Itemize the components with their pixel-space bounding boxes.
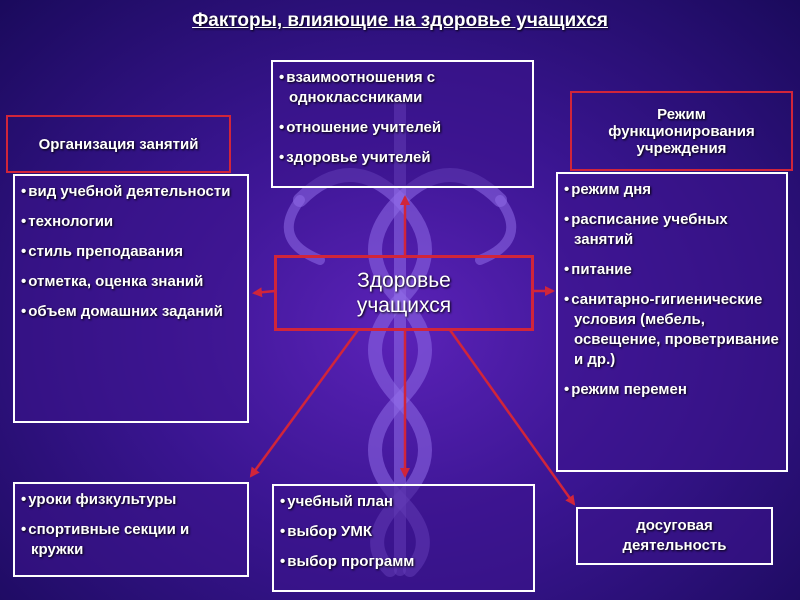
list-item: выбор программ — [280, 552, 527, 572]
list-item: вид учебной деятельности — [21, 182, 241, 202]
list-item: стиль преподавания — [21, 242, 241, 262]
center-label: Здоровье учащихся — [357, 268, 451, 318]
page-title: Факторы, влияющие на здоровье учащихся — [192, 10, 608, 31]
bottom-left-list: уроки физкультуры спортивные секции и кр… — [21, 490, 241, 560]
list-item: режим перемен — [564, 380, 780, 400]
bottom-center-list: учебный план выбор УМК выбор программ — [280, 492, 527, 572]
center-label-line2: учащихся — [356, 294, 452, 317]
left-factors-list: вид учебной деятельности технологии стил… — [21, 182, 241, 322]
top-factors-box: взаимоотношения с одноклассниками отноше… — [271, 60, 534, 188]
list-item: питание — [564, 260, 780, 280]
right-factors-box: режим дня расписание учебных занятий пит… — [556, 172, 788, 472]
bottom-right-box: досуговая деятельность — [576, 507, 773, 565]
list-item: отметка, оценка знаний — [21, 272, 241, 292]
list-item: здоровье учителей — [279, 148, 526, 168]
list-item: отношение учителей — [279, 118, 526, 138]
top-factors-list: взаимоотношения с одноклассниками отноше… — [279, 68, 526, 168]
bottom-right-label: досуговая деятельность — [622, 517, 727, 554]
left-factors-box: вид учебной деятельности технологии стил… — [13, 174, 249, 423]
list-item: взаимоотношения с одноклассниками — [279, 68, 526, 108]
arrow-left — [252, 287, 276, 298]
list-item: учебный план — [280, 492, 527, 512]
arrow-bottom-right — [448, 329, 576, 506]
list-item: технологии — [21, 212, 241, 232]
right-factors-list: режим дня расписание учебных занятий пит… — [564, 180, 780, 400]
list-item: режим дня — [564, 180, 780, 200]
left-header: Организация занятий — [6, 115, 231, 173]
list-item: санитарно-гигиенические условия (мебель,… — [564, 290, 780, 370]
list-item: уроки физкультуры — [21, 490, 241, 510]
list-item: расписание учебных занятий — [564, 210, 780, 250]
list-item: выбор УМК — [280, 522, 527, 542]
list-item: объем домашних заданий — [21, 302, 241, 322]
bottom-center-box: учебный план выбор УМК выбор программ — [272, 484, 535, 592]
list-item: спортивные секции и кружки — [21, 520, 241, 560]
center-label-line1: Здоровье — [357, 269, 451, 292]
right-header: Режим функционирования учреждения — [570, 91, 793, 171]
center-box: Здоровье учащихся — [274, 255, 534, 331]
bottom-left-box: уроки физкультуры спортивные секции и кр… — [13, 482, 249, 577]
arrow-bottom-left — [249, 329, 360, 478]
